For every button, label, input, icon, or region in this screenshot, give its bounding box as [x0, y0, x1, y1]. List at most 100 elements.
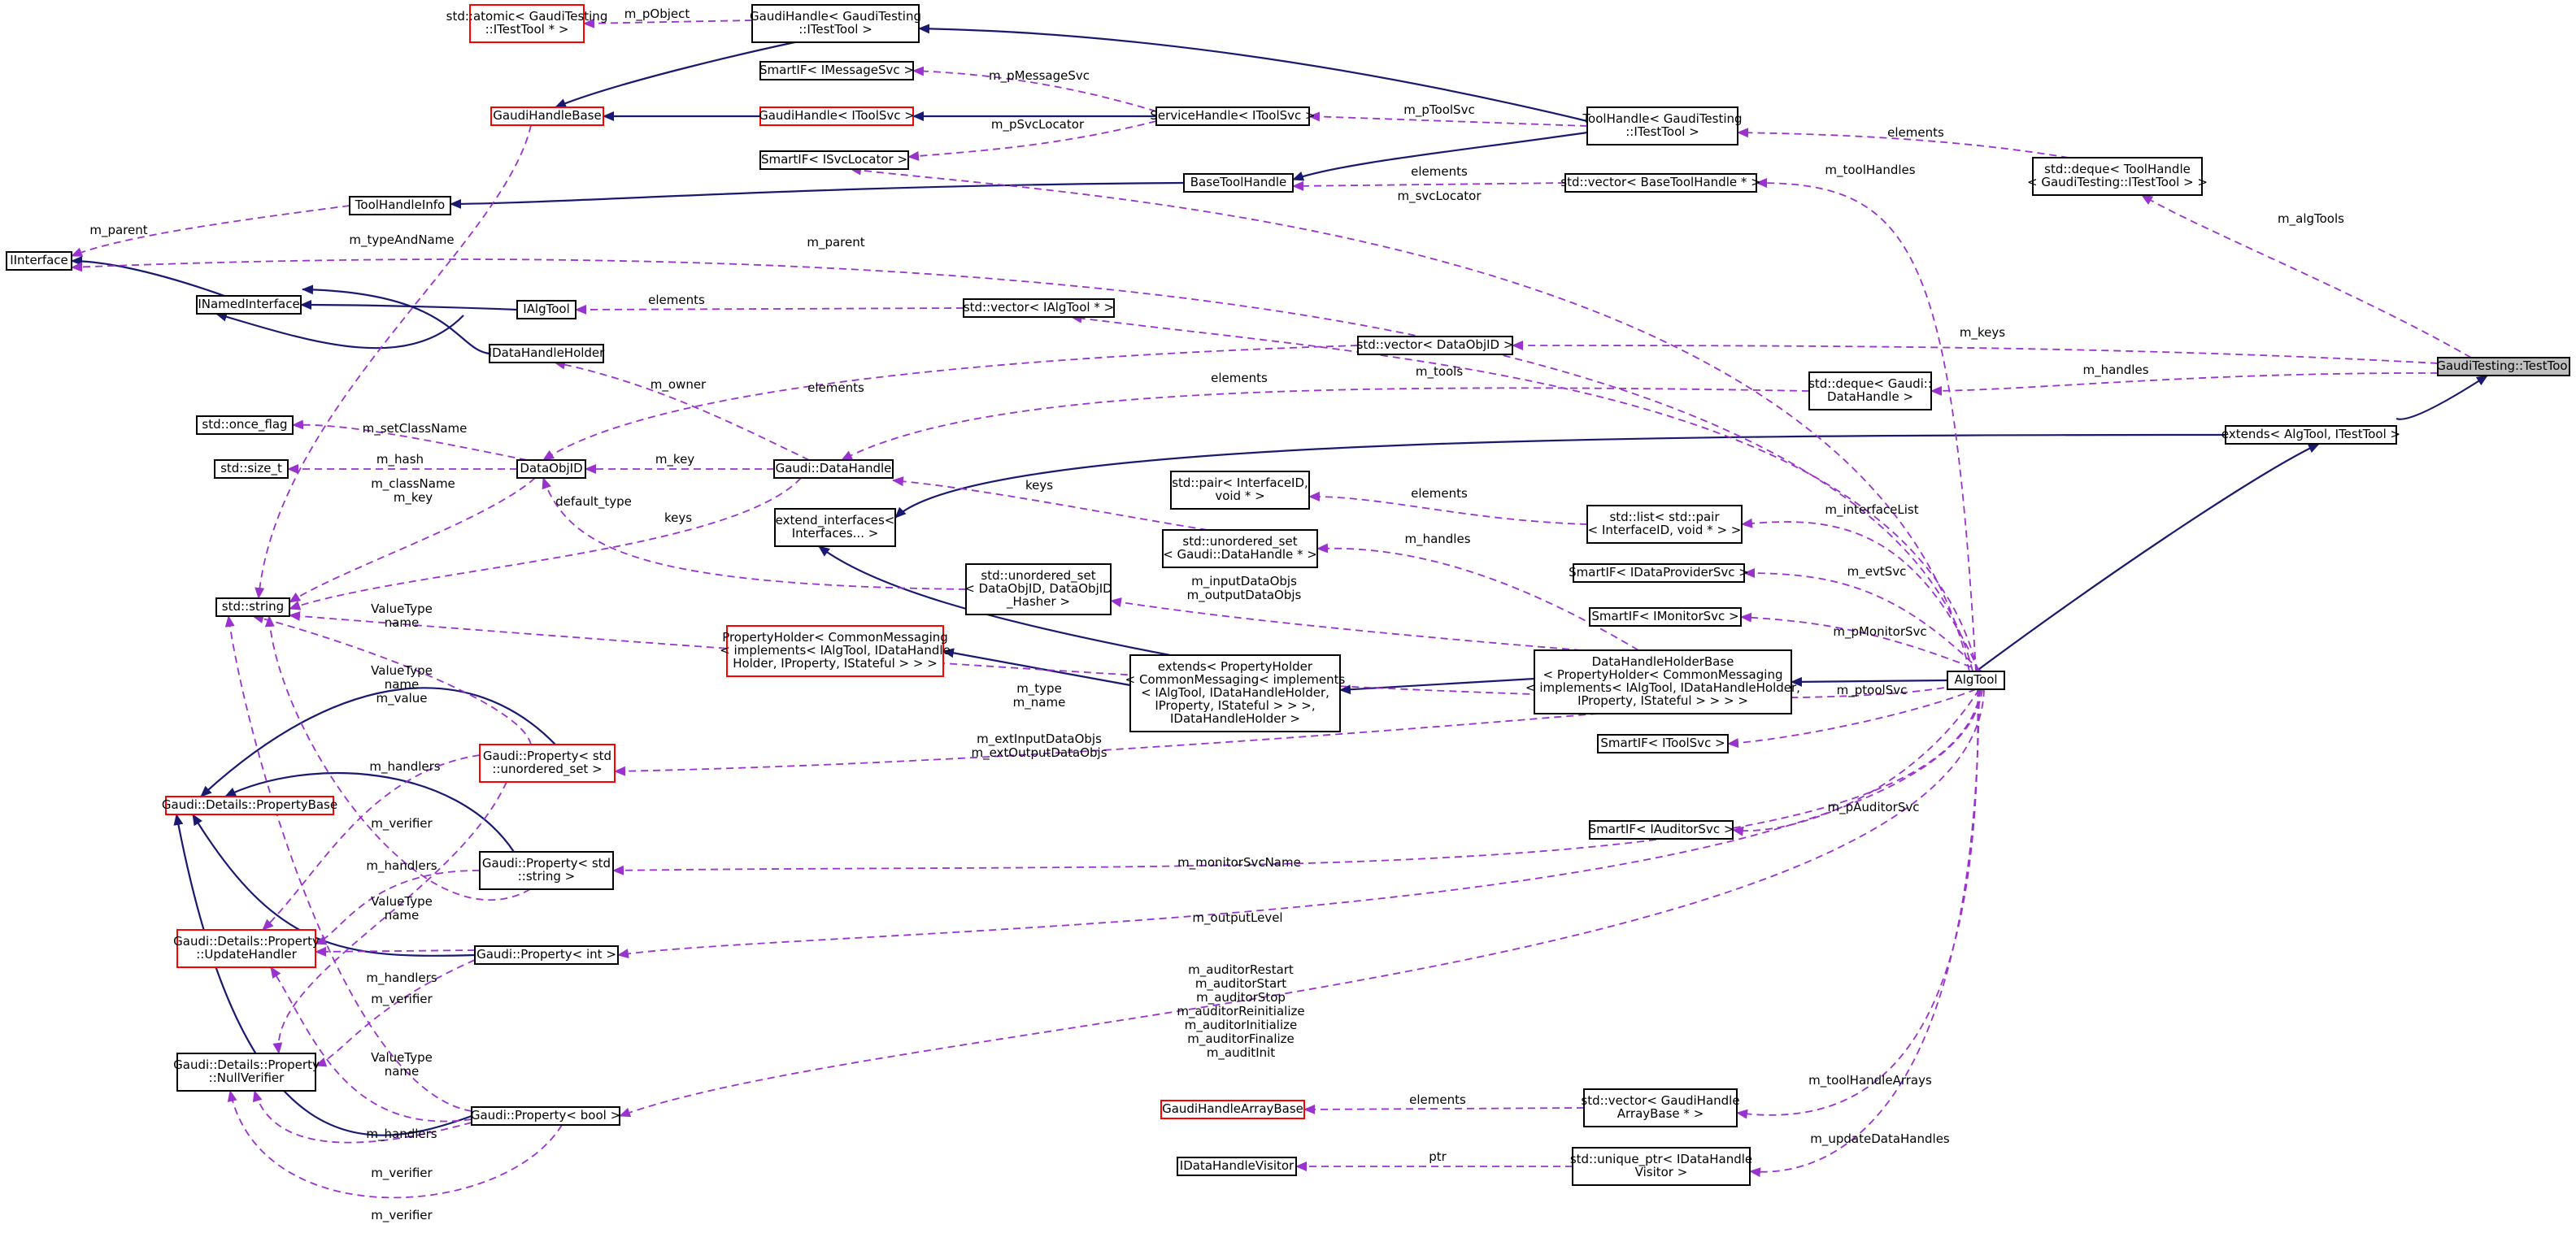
edge-label: ValueType [371, 601, 433, 616]
usage-edge [315, 870, 481, 945]
class-node-iinterface[interactable]: IInterface [6, 251, 72, 271]
node-label-line: < IAlgTool, IDataHandleHolder, [1141, 685, 1329, 700]
class-node-idatahandlevisitor[interactable]: IDataHandleVisitor [1177, 1157, 1297, 1176]
node-box [471, 1106, 620, 1126]
class-node-testtool[interactable]: GaudiTesting::TestTool [2436, 357, 2571, 376]
node-label-line: SmartIF< IMessageSvc > [759, 63, 914, 77]
class-node-basetoolhandle[interactable]: BaseToolHandle [1183, 173, 1294, 193]
class-node-vec-ialgtool[interactable]: std::vector< IAlgTool * > [963, 298, 1115, 318]
usage-edge [224, 615, 472, 1112]
class-node-extends-ph[interactable]: extends< PropertyHolder< CommonMessaging… [1125, 654, 1346, 732]
node-label-line: DataHandleHolderBase [1592, 654, 1734, 669]
class-node-vec-dataobjid[interactable]: std::vector< DataObjID > [1357, 336, 1514, 355]
class-node-gh-arraybase[interactable]: GaudiHandleArrayBase [1160, 1100, 1305, 1119]
edge-label: m_handles [2082, 363, 2148, 378]
class-node-unordered-set-dh[interactable]: std::unordered_set< Gaudi::DataHandle * … [1162, 529, 1318, 568]
class-node-algtool[interactable]: AlgTool [1947, 671, 2005, 690]
edge-label: m_extInputDataObjs [977, 732, 1102, 747]
class-node-size-t[interactable]: std::size_t [214, 459, 289, 479]
edge-label: m_verifier [371, 1208, 433, 1223]
node-box [1597, 734, 1729, 753]
class-node-pair-iid[interactable]: std::pair< InterfaceID,void * > [1170, 471, 1310, 510]
edge-label: m_typeAndName [349, 232, 454, 248]
edge-label: m_verifier [371, 816, 433, 832]
usage-edge [912, 66, 1157, 112]
edge-label: m_handlers [366, 971, 437, 986]
class-node-smartif-toolsvc[interactable]: SmartIF< IToolSvc > [1597, 734, 1729, 753]
edge-label: m_handlers [366, 858, 437, 874]
class-node-nullverifier[interactable]: Gaudi::Details::Property::NullVerifier [173, 1053, 320, 1092]
node-label-line: Gaudi::Property< int > [476, 947, 616, 962]
class-node-unordered-set-doid[interactable]: std::unordered_set< DataObjID, DataObjID… [964, 563, 1112, 615]
class-node-gh-itesttool[interactable]: GaudiHandle< GaudiTesting::ITestTool > [750, 4, 921, 43]
node-label-line: std::vector< BaseToolHandle * > [1560, 175, 1760, 189]
node-label-line: Gaudi::Property< bool > [471, 1108, 620, 1123]
class-node-string[interactable]: std::string [215, 597, 290, 617]
usage-edge [315, 946, 476, 957]
class-node-extend-interfaces[interactable]: extend_interfaces<Interfaces... > [774, 508, 896, 547]
class-node-extends-algtool[interactable]: extends< AlgTool, ITestTool > [2221, 425, 2400, 445]
class-node-prop-string[interactable]: Gaudi::Property< std::string > [479, 851, 614, 890]
node-box [1170, 471, 1310, 510]
class-node-prop-bool[interactable]: Gaudi::Property< bool > [471, 1106, 620, 1126]
inheritance-edge [942, 648, 1131, 687]
class-node-ialgtool[interactable]: IAlgTool [516, 300, 577, 319]
edge-label: name [385, 677, 420, 692]
edge-label: m_auditorStart [1195, 976, 1286, 992]
node-box [1160, 1100, 1305, 1119]
class-node-updatehandler[interactable]: Gaudi::Details::Property::UpdateHandler [173, 929, 320, 968]
node-label-line: ::ITestTool > [1625, 124, 1699, 139]
class-node-propertybase[interactable]: Gaudi::Details::PropertyBase [162, 796, 337, 815]
edge-label: m_auditorInitialize [1185, 1018, 1298, 1033]
class-node-toolhandleinfo[interactable]: ToolHandleInfo [349, 196, 451, 215]
edge-label: elements [1411, 164, 1468, 179]
edge-label: ValueType [371, 1050, 433, 1065]
class-node-list-pair[interactable]: std::list< std::pair< InterfaceID, void … [1586, 505, 1743, 544]
class-node-smartif-svcloc[interactable]: SmartIF< ISvcLocator > [759, 150, 909, 170]
class-node-uptr-visitor[interactable]: std::unique_ptr< IDataHandleVisitor > [1570, 1147, 1752, 1186]
node-label-line: Gaudi::Details::PropertyBase [162, 797, 337, 812]
class-node-prop-int[interactable]: Gaudi::Property< int > [474, 945, 619, 965]
class-node-idatahandleholder[interactable]: IDataHandleHolder [489, 344, 606, 363]
edge-label: m_updateDataHandles [1810, 1131, 1950, 1147]
usage-edge [542, 345, 1359, 461]
node-box [726, 625, 944, 677]
class-node-once-flag[interactable]: std::once_flag [196, 415, 294, 435]
class-node-servicehandle[interactable]: ServiceHandle< IToolSvc > [1150, 106, 1316, 126]
node-label-line: IProperty, IStateful > > > > [1577, 693, 1748, 708]
edge-label: m_outputDataObjs [1187, 588, 1302, 603]
class-node-prop-uset[interactable]: Gaudi::Property< std::unordered_set > [479, 744, 616, 783]
class-node-gaudihandlebase[interactable]: GaudiHandleBase [490, 106, 604, 126]
class-node-smartif-monitor[interactable]: SmartIF< IMonitorSvc > [1589, 607, 1742, 627]
node-label-line: Gaudi::DataHandle [776, 461, 892, 476]
class-node-smartif-msgsvc[interactable]: SmartIF< IMessageSvc > [759, 61, 914, 80]
class-node-gh-itoolsvc[interactable]: GaudiHandle< IToolSvc > [759, 106, 915, 126]
node-label-line: ::string > [518, 869, 576, 884]
node-box [1129, 654, 1341, 732]
class-node-dataobjid[interactable]: DataObjID [516, 459, 586, 479]
usage-edge [262, 754, 481, 931]
node-box [1947, 671, 2005, 690]
class-node-deque-datahandle[interactable]: std::deque< Gaudi::DataHandle > [1808, 371, 1932, 410]
class-node-toolhandle-tt[interactable]: ToolHandle< GaudiTesting::ITestTool > [1582, 106, 1743, 145]
node-label-line: extends< AlgTool, ITestTool > [2221, 427, 2400, 441]
usage-edge [907, 120, 1157, 161]
class-node-datahandle[interactable]: Gaudi::DataHandle [773, 459, 894, 479]
edge-label: m_keys [1960, 325, 2005, 341]
class-node-deque-toolhandle[interactable]: std::deque< ToolHandle< GaudiTesting::IT… [2027, 157, 2208, 196]
class-node-inamedinterface[interactable]: INamedInterface [196, 295, 302, 315]
class-node-smartif-dps[interactable]: SmartIF< IDataProviderSvc > [1569, 563, 1749, 583]
inheritance-edge [450, 181, 1185, 209]
usage-edge [612, 688, 1982, 875]
node-box [759, 150, 909, 170]
usage-edge [1930, 372, 2439, 396]
class-node-smartif-auditor[interactable]: SmartIF< IAuditorSvc > [1589, 820, 1734, 840]
class-node-propertyholder[interactable]: PropertyHolder< CommonMessaging< impleme… [720, 625, 951, 677]
class-node-vec-basetoolhandle[interactable]: std::vector< BaseToolHandle * > [1560, 173, 1761, 193]
class-node-atomic[interactable]: std::atomic< GaudiTesting::ITestTool * > [446, 4, 608, 43]
class-node-vec-gh-arraybase[interactable]: std::vector< GaudiHandleArrayBase * > [1581, 1088, 1740, 1127]
usage-edge [252, 1090, 472, 1144]
class-node-dhholderbase[interactable]: DataHandleHolderBase< PropertyHolder< Co… [1525, 649, 1800, 714]
usage-edge [264, 615, 531, 901]
inheritance-edge [1339, 677, 1535, 695]
